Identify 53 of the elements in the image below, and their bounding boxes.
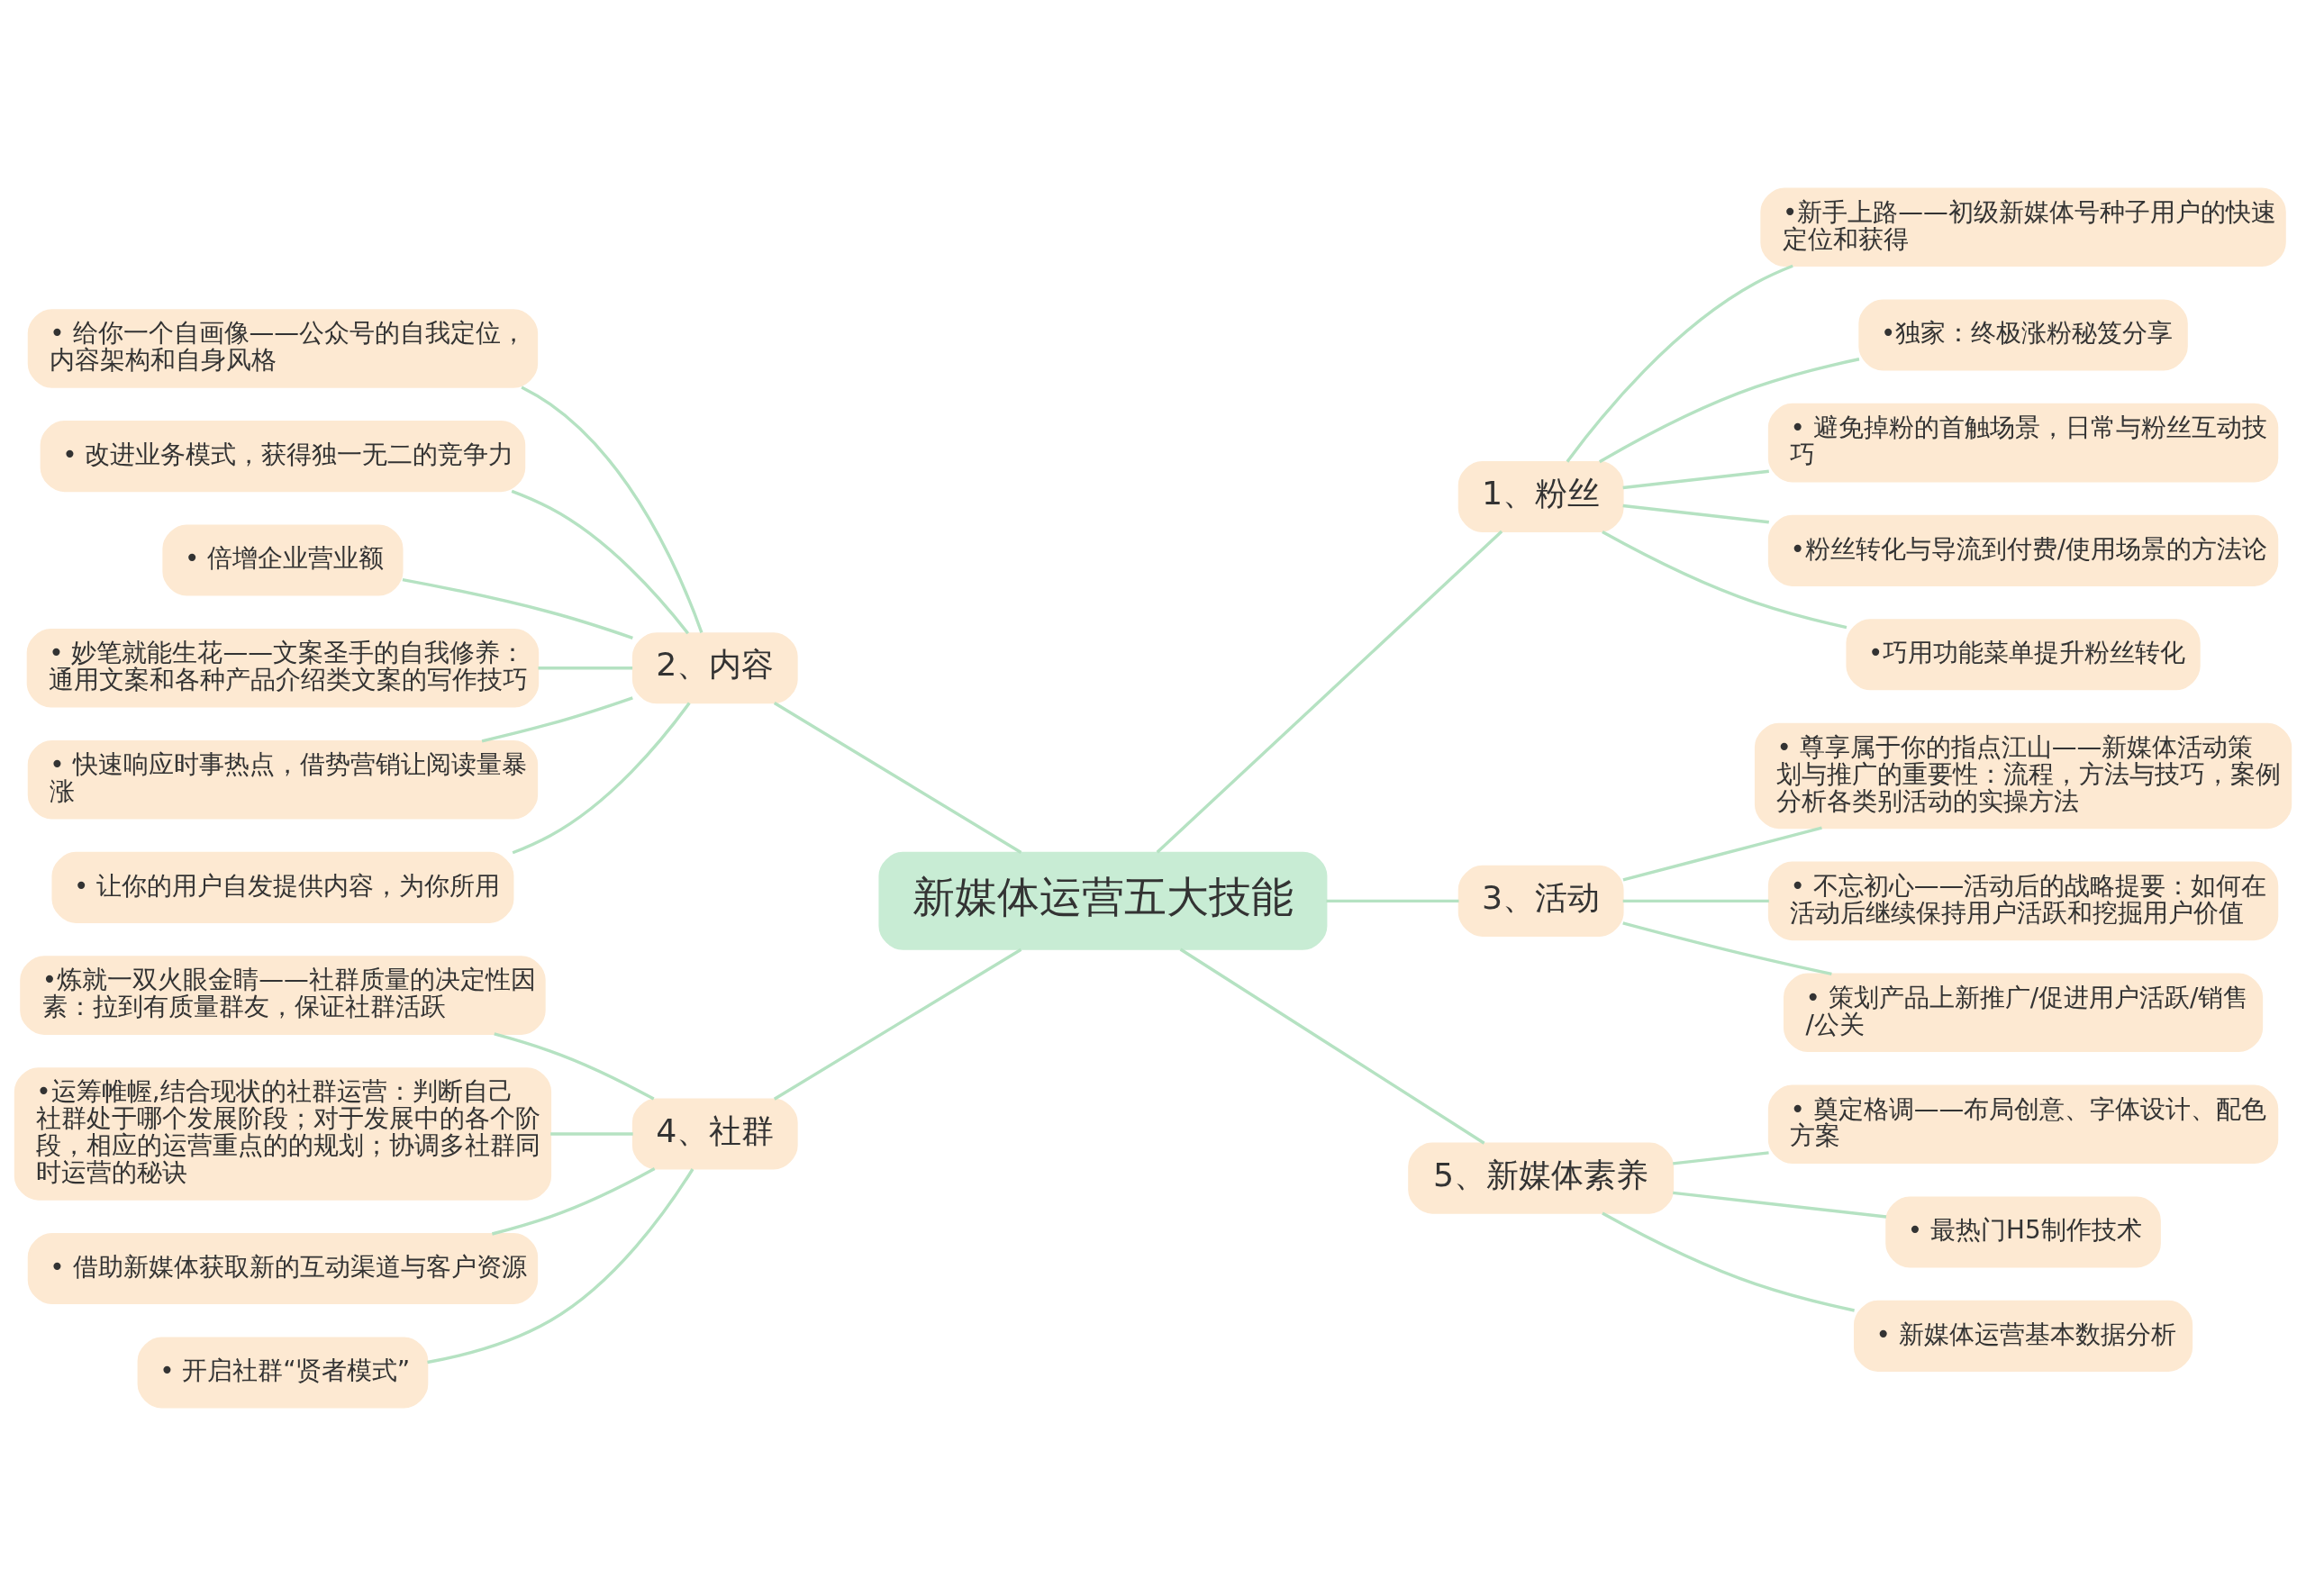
node-box: • 倍增企业营业额 bbox=[162, 524, 404, 596]
connector bbox=[1179, 948, 1485, 1145]
connector bbox=[1673, 1191, 1887, 1219]
connector bbox=[1622, 826, 1822, 882]
node-box: • 让你的用户自发提供内容，为你所用 bbox=[51, 851, 514, 923]
node-box: •新手上路——初级新媒体号种子用户的快速定位和获得 bbox=[1760, 187, 2286, 268]
node-box: • 改进业务模式，获得独一无二的竞争力 bbox=[40, 421, 526, 493]
node-box: 新媒体运营五大技能 bbox=[878, 851, 1328, 950]
connector bbox=[491, 1167, 656, 1236]
node-box: •运筹帷幄,结合现状的社群运营：判断自己社群处于哪个发展阶段；对于发展中的各个阶段，相应的运营重点的的规划；协调多社群同时运营的秘诀 bbox=[14, 1067, 552, 1201]
connector bbox=[773, 948, 1022, 1101]
node-box: • 策划产品上新推广/促进用户活跃/销售/公关 bbox=[1783, 973, 2264, 1053]
connector bbox=[1622, 503, 1769, 524]
connector bbox=[1326, 899, 1459, 903]
connector bbox=[481, 696, 633, 743]
node-box: 3、活动 bbox=[1457, 865, 1624, 937]
connector bbox=[1673, 1151, 1769, 1165]
connector bbox=[1602, 530, 1848, 630]
node-box: •炼就一双火眼金睛——社群质量的决定性因素：拉到有质量群友，保证社群活跃 bbox=[20, 956, 546, 1035]
connector bbox=[494, 1032, 655, 1101]
connector bbox=[1622, 469, 1769, 490]
node-box: • 妙笔就能生花——文案圣手的自我修养：通用文案和各种产品介绍类文案的写作技巧 bbox=[26, 628, 540, 708]
node-box: • 不忘初心——活动后的战略提要：如何在活动后继续保持用户活跃和挖掘用户价值 bbox=[1767, 861, 2279, 941]
connector bbox=[512, 702, 691, 855]
node-box: • 避免掉粉的首触场景，日常与粉丝互动技巧 bbox=[1767, 403, 2279, 483]
node-box: • 奠定格调——布局创意、字体设计、配色方案 bbox=[1767, 1084, 2279, 1165]
connector bbox=[427, 1168, 695, 1365]
connector bbox=[402, 577, 633, 639]
connector bbox=[550, 1132, 633, 1136]
connector bbox=[521, 385, 704, 633]
connector bbox=[1622, 899, 1769, 903]
node-box: • 开启社群“贤者模式” bbox=[137, 1337, 429, 1409]
connector bbox=[1566, 264, 1793, 463]
node-box: 2、内容 bbox=[631, 632, 798, 704]
connector bbox=[1622, 921, 1832, 976]
node-box: 4、社群 bbox=[631, 1098, 798, 1170]
node-box: •独家：终极涨粉秘笈分享 bbox=[1858, 299, 2188, 371]
connector bbox=[773, 701, 1022, 854]
connector bbox=[1156, 530, 1503, 854]
node-box: • 新媒体运营基本数据分析 bbox=[1853, 1300, 2193, 1372]
node-box: • 借助新媒体获取新的互动渠道与客户资源 bbox=[27, 1233, 539, 1305]
node-box: • 给你一个自画像——公众号的自我定位，内容架构和自身风格 bbox=[27, 309, 539, 388]
connector bbox=[1598, 358, 1860, 464]
node-box: • 快速响应时事热点，借势营销让阅读量暴涨 bbox=[27, 739, 539, 820]
node-box: • 最热门H5制作技术 bbox=[1885, 1196, 2161, 1268]
node-box: •巧用功能菜单提升粉丝转化 bbox=[1846, 619, 2201, 691]
node-box: 5、新媒体素养 bbox=[1408, 1142, 1675, 1214]
node-box: 1、粉丝 bbox=[1457, 460, 1624, 533]
connector bbox=[1602, 1211, 1855, 1312]
node-box: •粉丝转化与导流到付费/使用场景的方法论 bbox=[1767, 514, 2279, 586]
connector bbox=[511, 489, 690, 635]
connector bbox=[538, 667, 633, 670]
node-box: • 尊享属于你的指点江山——新媒体活动策划与推广的重要性：流程，方法与技巧，案例分析各类别活动的实操方法 bbox=[1754, 722, 2292, 830]
